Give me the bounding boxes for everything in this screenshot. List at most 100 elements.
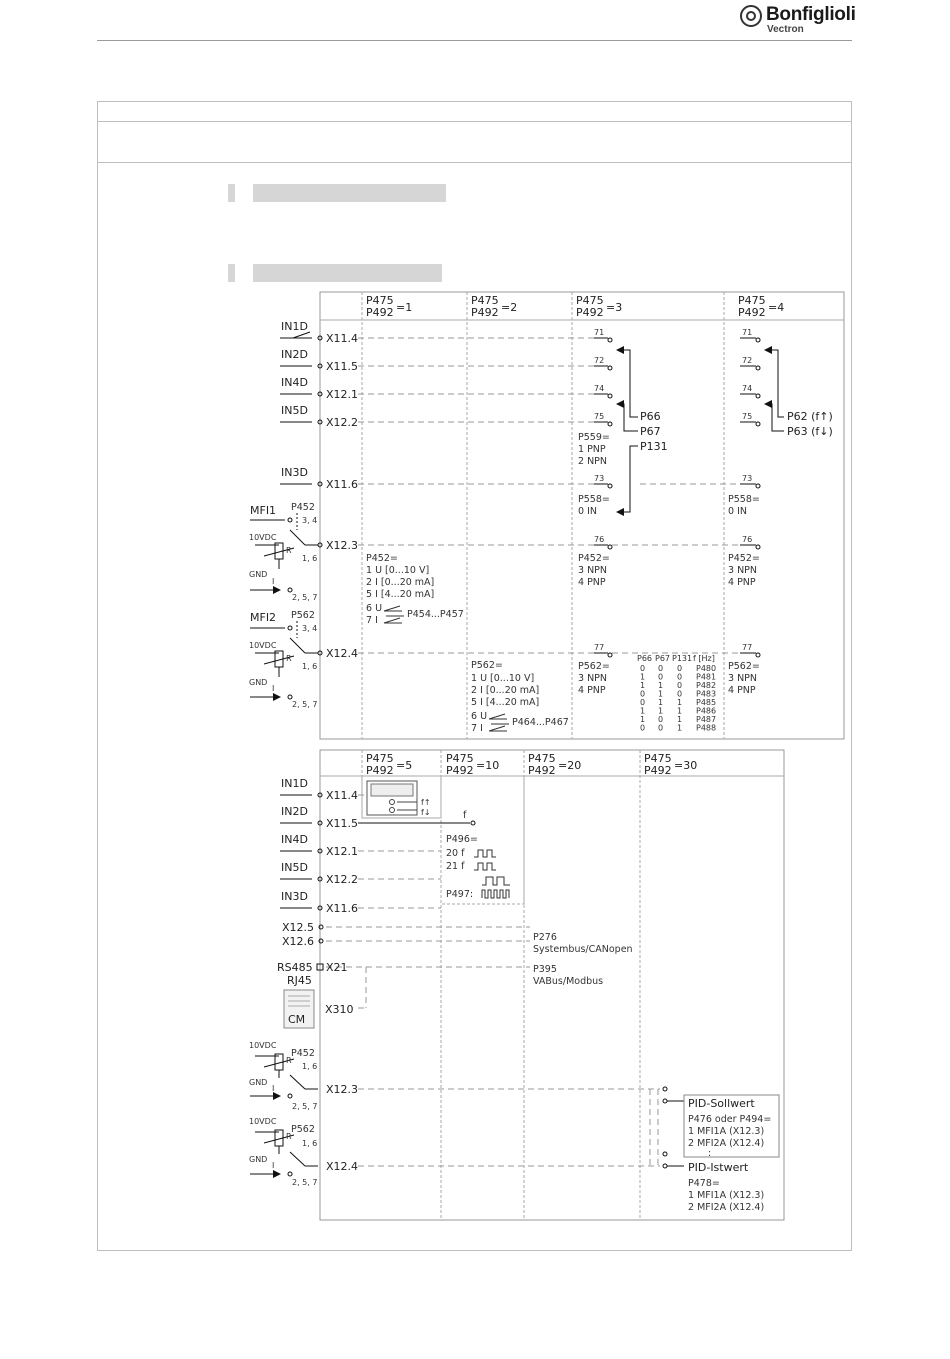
svg-text:I: I xyxy=(272,1084,274,1093)
col-head-p492: P492 xyxy=(738,306,766,319)
mfi1-param: P452 xyxy=(291,502,315,513)
p131-label: P131 xyxy=(640,440,668,453)
col-head-val: =2 xyxy=(501,301,517,314)
mfi2-gnd: GND xyxy=(249,678,267,687)
svg-text:20 f: 20 f xyxy=(446,848,465,859)
svg-text:4 PNP: 4 PNP xyxy=(728,685,756,696)
col-head-p492: P492 xyxy=(576,306,604,319)
freq-table-cell: 1 xyxy=(640,715,645,724)
col30-pid-labels: PID-Sollwert P476 oder P494= 1 MFI1A (X1… xyxy=(688,1097,771,1213)
col2-analog-modes: P562= 1 U [0...10 V] 2 I [0...20 mA] 5 I… xyxy=(471,660,569,734)
svg-text:P395: P395 xyxy=(533,964,557,975)
freq-table-cell: P482 xyxy=(696,681,716,690)
svg-text:f: f xyxy=(463,810,467,821)
svg-text:X21: X21 xyxy=(326,961,348,974)
mfi2-i: I xyxy=(272,684,274,693)
brand-logo: Bonfiglioli Vectron xyxy=(740,2,860,38)
svg-text:1 PNP: 1 PNP xyxy=(578,444,606,455)
upper-digital-inputs xyxy=(280,331,323,656)
col20-bus-params: P276 Systembus/CANopen P395 VABus/Modbus xyxy=(533,932,633,987)
svg-text:3 NPN: 3 NPN xyxy=(578,673,607,684)
freq-table-cell: 1 xyxy=(658,690,663,699)
svg-text:I: I xyxy=(272,1161,274,1170)
mfi2-labels: MFI2 P562 3, 4 10VDC R 1, 6 GND I 2, 5, … xyxy=(249,610,317,709)
svg-text:P492: P492 xyxy=(366,764,394,777)
freq-table-cell: 1 xyxy=(658,681,663,690)
mfi1-vdc: 10VDC xyxy=(249,533,277,542)
svg-text:74: 74 xyxy=(742,384,752,393)
col2-mode-5: 5 I [4...20 mA] xyxy=(471,697,539,708)
svg-text:75: 75 xyxy=(594,412,604,421)
p66-label: P66 xyxy=(640,410,661,423)
cm-module-icon: CM xyxy=(283,989,315,1029)
mfi2-vdc: 10VDC xyxy=(249,641,277,650)
svg-text:P492: P492 xyxy=(528,764,556,777)
svg-text:P66: P66 xyxy=(637,654,652,663)
svg-text:1, 6: 1, 6 xyxy=(302,1062,317,1071)
freq-table-cell: 1 xyxy=(677,715,682,724)
svg-text:IN3D: IN3D xyxy=(281,890,308,903)
mfi2-pos34: 3, 4 xyxy=(302,624,317,633)
svg-text:Systembus/CANopen: Systembus/CANopen xyxy=(533,944,633,955)
lower-mfi1-block xyxy=(250,1053,318,1100)
col2-head: P562= xyxy=(471,660,503,671)
freq-table-cell: 0 xyxy=(658,724,663,733)
svg-text:76: 76 xyxy=(742,535,752,544)
mfi1-i: I xyxy=(272,577,274,586)
mfi1-labels: MFI1 P452 3, 4 10VDC R 1, 6 GND I 2, 5, … xyxy=(249,502,317,602)
pid-setpoint-label: PID-Sollwert xyxy=(688,1097,755,1110)
freq-table-cell: P487 xyxy=(696,715,716,724)
svg-text:P492: P492 xyxy=(446,764,474,777)
brand-emblem-icon xyxy=(740,5,762,27)
svg-text:f↑: f↑ xyxy=(421,798,431,807)
svg-text:P558=: P558= xyxy=(578,494,610,505)
freq-table-cell: 0 xyxy=(658,664,663,673)
mfi2-r: R xyxy=(286,654,292,663)
svg-text:76: 76 xyxy=(594,535,604,544)
col-head-p475: P475 xyxy=(471,294,499,307)
svg-text:P452=: P452= xyxy=(578,553,610,564)
col2-ref: P464...P467 xyxy=(512,717,569,728)
freq-table-cell: 1 xyxy=(658,698,663,707)
mfi2-label: MFI2 xyxy=(250,611,276,624)
svg-text:X310: X310 xyxy=(325,1003,354,1016)
col-head-p492: P492 xyxy=(471,306,499,319)
terminal-x11-5: X11.5 xyxy=(326,360,358,373)
svg-text:21 f: 21 f xyxy=(446,861,465,872)
svg-text:GND: GND xyxy=(249,1078,267,1087)
svg-text:P475: P475 xyxy=(366,752,394,765)
freq-table-cell: 0 xyxy=(677,681,682,690)
col4-labels: 71 72 74 75 73 76 77 P62 (f↑) P63 (f↓) P… xyxy=(728,328,833,696)
lower-mfi1-labels: 10VDC P452 R 1, 6 GND I 2, 5, 7 xyxy=(249,1041,317,1111)
svg-text:3 NPN: 3 NPN xyxy=(578,565,607,576)
terminal-x11-6: X11.6 xyxy=(326,478,358,491)
mfi1-pos257: 2, 5, 7 xyxy=(292,593,317,602)
lower-mfi2-labels: 10VDC P562 R 1, 6 GND I 2, 5, 7 xyxy=(249,1117,317,1187)
svg-text:2, 5, 7: 2, 5, 7 xyxy=(292,1102,317,1111)
svg-text:P558=: P558= xyxy=(728,494,760,505)
svg-text:10VDC: 10VDC xyxy=(249,1117,277,1126)
svg-text:4 PNP: 4 PNP xyxy=(578,685,606,696)
svg-text:2, 5, 7: 2, 5, 7 xyxy=(292,1178,317,1187)
svg-text:4 PNP: 4 PNP xyxy=(578,577,606,588)
col-head-p492: P492 xyxy=(366,306,394,319)
upper-table xyxy=(319,291,845,740)
svg-text:1 MFI1A (X12.3): 1 MFI1A (X12.3) xyxy=(688,1126,764,1137)
svg-text:R: R xyxy=(286,1132,292,1141)
col2-mode-2: 2 I [0...20 mA] xyxy=(471,685,539,696)
svg-text:P276: P276 xyxy=(533,932,557,943)
svg-text:1, 6: 1, 6 xyxy=(302,1139,317,1148)
svg-text:RS485: RS485 xyxy=(277,961,313,974)
lower-labels: IN1D IN2D IN4D IN5D IN3D X11.4 X11.5 X12… xyxy=(277,777,358,1173)
svg-text:X11.4: X11.4 xyxy=(326,789,358,802)
lower-column-headers: P475 P492 =5 P475 P492 =10 P475 P492 =20… xyxy=(366,752,697,777)
col-head-p475: P475 xyxy=(738,294,766,307)
svg-text:P476 oder P494=: P476 oder P494= xyxy=(688,1114,771,1125)
keypad-icon: f↑ f↓ xyxy=(366,780,431,817)
svg-text:P452=: P452= xyxy=(728,553,760,564)
svg-text:P475: P475 xyxy=(644,752,672,765)
svg-text:IN2D: IN2D xyxy=(281,805,308,818)
pulse-icon xyxy=(482,876,510,886)
svg-text:P67: P67 xyxy=(655,654,670,663)
